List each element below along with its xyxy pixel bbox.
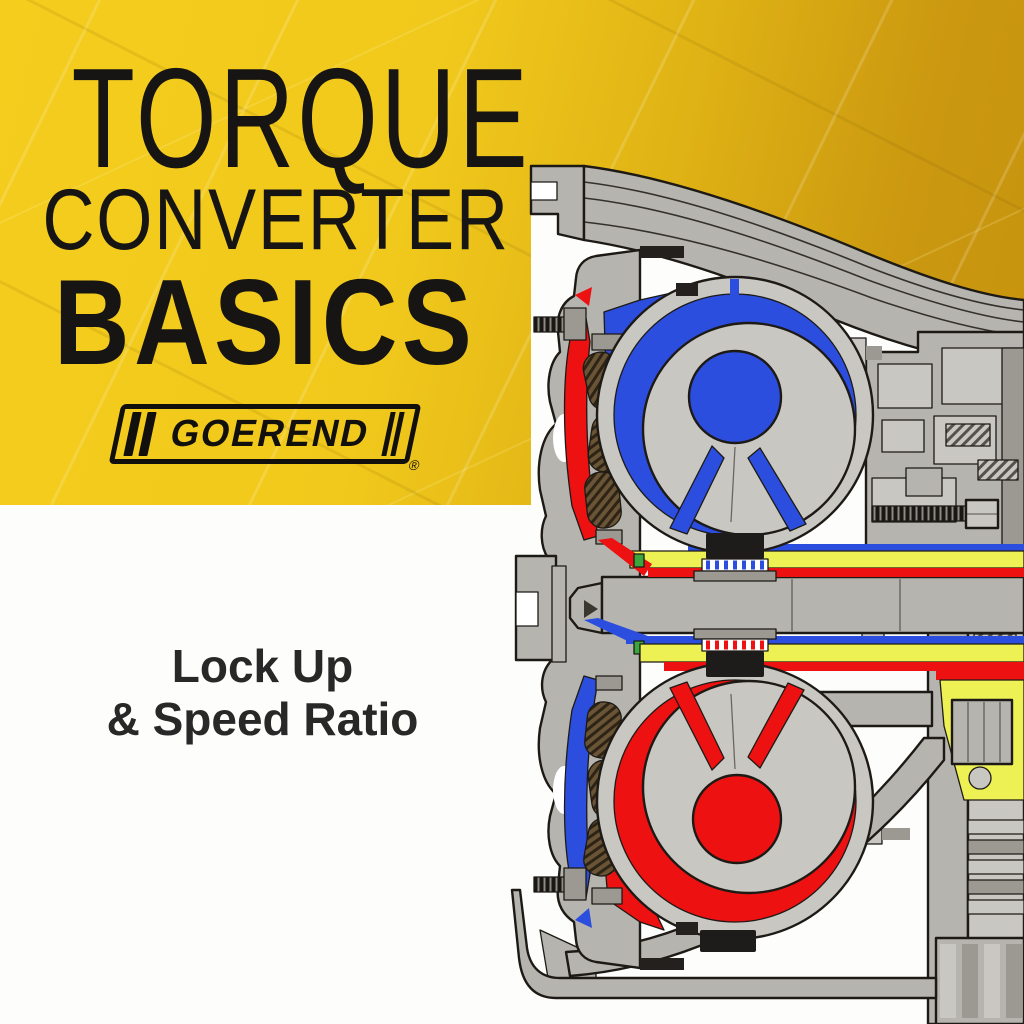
pump-and-stator-support	[845, 330, 1024, 562]
red-return-line	[664, 662, 1024, 671]
logo-endbars-icon	[381, 412, 405, 456]
turbine-hub-seal-upper	[706, 533, 764, 559]
blue-passage-upper	[688, 544, 1024, 551]
upper-torus-section	[595, 275, 875, 582]
episode-subtitle: Lock Up & Speed Ratio	[0, 640, 525, 746]
red-hub-circle	[691, 773, 783, 865]
registered-trademark: ®	[407, 457, 422, 473]
subtitle-line-2: & Speed Ratio	[106, 693, 419, 745]
goerend-logo: GOEREND ®	[108, 404, 422, 473]
turbine-hub-seal-lower	[706, 651, 764, 677]
clutch-pack-splines	[967, 819, 1024, 915]
input-shaft	[568, 575, 1024, 635]
coil-spring	[977, 459, 1019, 481]
blue-hub-circle	[687, 349, 783, 445]
title-line-2: CONVERTER	[42, 172, 510, 268]
blue-release-line	[626, 636, 1024, 644]
output-gear-stack	[934, 936, 1024, 1024]
green-seal-upper	[633, 553, 645, 568]
title-column: TORQUE CONVERTER BASICS GOEREND ® Lock U…	[0, 39, 531, 746]
logo-stripe-icon	[138, 412, 157, 456]
pump-drive-gear	[950, 698, 1014, 766]
brand-wordmark: GOEREND	[166, 412, 374, 455]
lower-torus-section	[595, 628, 875, 952]
coil-spring	[945, 423, 991, 447]
subtitle-line-1: Lock Up	[171, 640, 354, 692]
red-apply-line	[648, 568, 1024, 577]
yellow-charge-passage-upper	[629, 550, 1024, 569]
title-line-1: TORQUE	[71, 39, 531, 198]
yellow-charge-passage-lower	[639, 643, 1024, 663]
goerend-logo-box: GOEREND ®	[108, 404, 422, 473]
title-line-3: BASICS	[53, 254, 477, 390]
cover-stud-lower	[533, 867, 587, 901]
cover-stud-upper	[533, 307, 587, 341]
drain-pad	[700, 930, 756, 952]
bolt-shank	[871, 505, 971, 522]
